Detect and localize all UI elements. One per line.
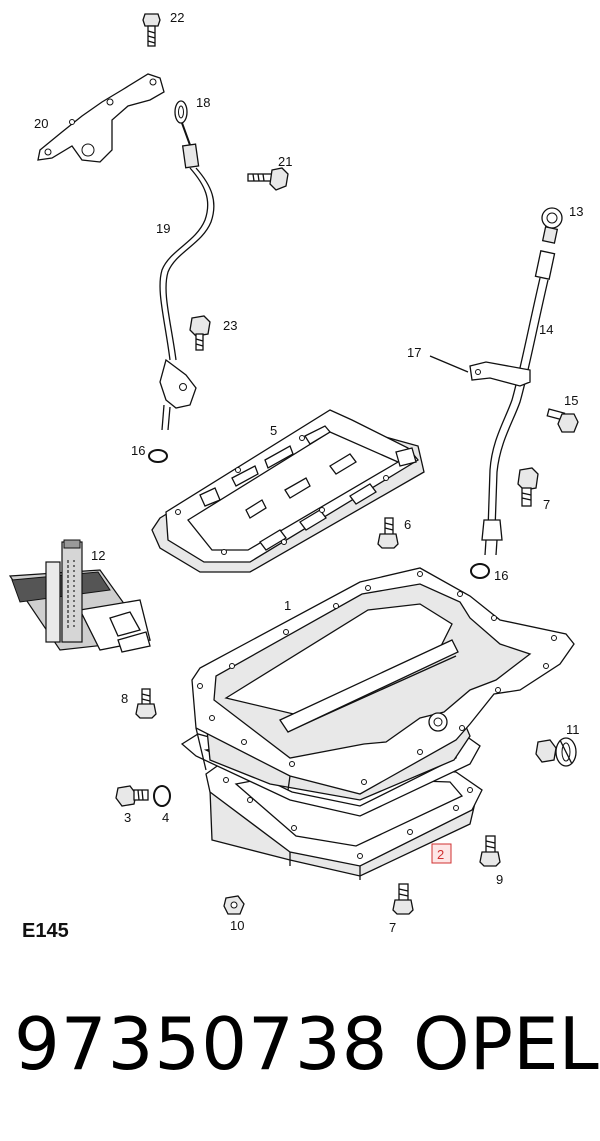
callout-11: 11 [566, 722, 580, 737]
callout-18: 18 [196, 95, 210, 110]
callout-12: 12 [91, 548, 105, 563]
callout-16-left: 16 [131, 443, 145, 458]
ring-4 [153, 785, 171, 807]
bolt-8 [135, 688, 157, 719]
callout-13: 13 [569, 204, 583, 219]
callout-5: 5 [270, 423, 277, 438]
sealant-package-12 [8, 539, 152, 653]
callout-2: 2 [437, 847, 444, 862]
leader-line-17 [429, 355, 469, 373]
callout-10: 10 [230, 918, 244, 933]
callout-9: 9 [496, 872, 503, 887]
baffle-plate-5 [151, 409, 425, 573]
dipstick-tube-14 [481, 207, 563, 556]
callout-16-right: 16 [494, 568, 508, 583]
callout-19: 19 [156, 221, 170, 236]
diagram-code: E145 [22, 920, 69, 942]
callout-17: 17 [407, 345, 421, 360]
bolt-23 [189, 315, 211, 351]
bolt-7-lower [392, 883, 414, 915]
drain-plug-11 [535, 737, 577, 767]
callout-20: 20 [34, 116, 48, 131]
bolt-9 [479, 835, 501, 867]
bolt-6 [377, 517, 399, 549]
brand-name: OPEL [413, 1002, 599, 1086]
bracket-20 [37, 73, 165, 163]
callout-15: 15 [564, 393, 578, 408]
callout-4: 4 [162, 810, 169, 825]
highlight-box-2 [431, 843, 452, 864]
bolt-22 [142, 13, 161, 47]
upper-oil-pan-1 [191, 567, 575, 801]
callout-1: 1 [284, 598, 291, 613]
o-ring-16-right [470, 563, 490, 579]
bolt-7-upper [517, 467, 539, 507]
callout-6: 6 [404, 517, 411, 532]
callout-3: 3 [124, 810, 131, 825]
callout-7-upper: 7 [543, 497, 550, 512]
callout-23: 23 [223, 318, 237, 333]
part-number: 97350738 [14, 1002, 389, 1086]
callout-7-lower: 7 [389, 920, 396, 935]
plug-3 [115, 785, 149, 807]
callout-8: 8 [121, 691, 128, 706]
callout-22: 22 [170, 10, 184, 25]
bracket-17 [469, 361, 531, 387]
callout-14: 14 [539, 322, 553, 337]
bolt-21 [247, 167, 289, 191]
nut-10 [223, 895, 245, 915]
callout-21: 21 [278, 154, 292, 169]
dipstick-tube-19 [159, 100, 215, 431]
bolt-15 [546, 408, 579, 433]
o-ring-16-left [148, 449, 168, 463]
